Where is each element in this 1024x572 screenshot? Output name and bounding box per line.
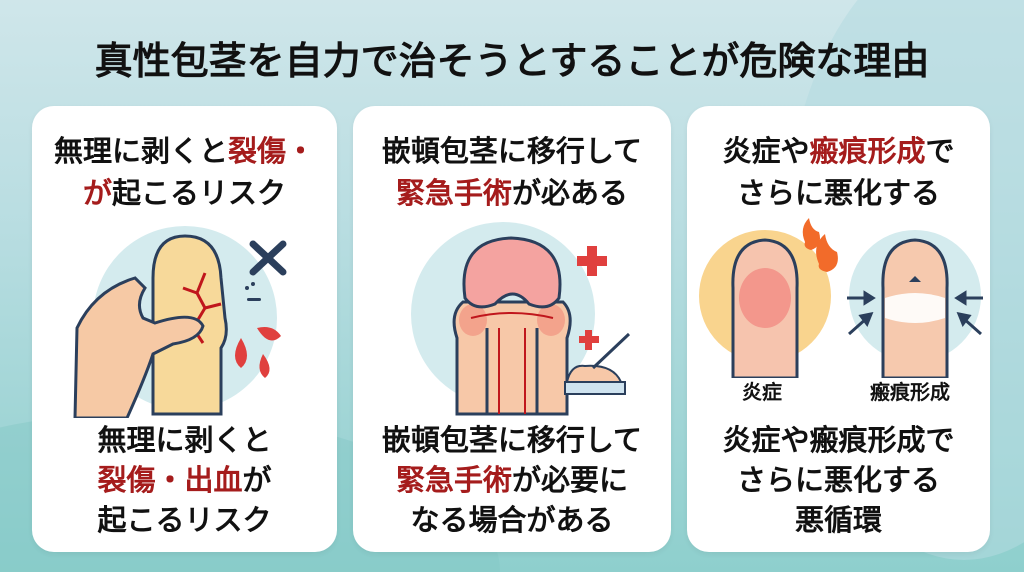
card-heading: 無理に剥くと裂傷・ が起こるリスク [32,130,337,214]
laceration-illustration [32,218,337,418]
flame-icon [802,218,838,272]
scar-formation-icon [881,238,949,378]
description-line: が必要に [512,463,629,497]
card-heading: 嵌頓包茎に移行して 緊急手術が必ある [353,130,671,214]
risk-card-paraphimosis: 嵌頓包茎に移行して 緊急手術が必ある [353,106,671,552]
description-line: が [242,463,272,497]
heading-text: さらに悪化する [736,176,940,210]
description-line: 起こるリスク [97,503,272,537]
description-highlight: 裂傷・出血 [97,463,243,497]
heading-text: が必ある [512,176,629,210]
inflammation-label: 炎症 [742,380,782,404]
heading-highlight: 瘢痕形成 [809,134,926,168]
heading-highlight: が [82,176,112,210]
description-highlight: 緊急手術 [395,463,512,497]
inflammation-scarring-illustration [687,218,990,418]
scarring-label: 瘢痕形成 [870,380,950,404]
description-line: さらに悪化する [736,463,940,497]
heading-text: 起こるリスク [112,176,287,210]
inflammation-icon [731,238,799,378]
description-line: 悪循環 [794,503,882,537]
heading-highlight: 緊急手術 [395,176,512,210]
card-description: 嵌頓包茎に移行して 緊急手術が必要に なる場合がある [353,420,671,540]
card-description: 無理に剥くと 裂傷・出血が 起こるリスク [32,420,337,540]
page-title: 真性包茎を自力で治そうとすることが危険な理由 [94,39,930,83]
scalpel-surgery-icon [564,332,631,395]
description-line: 炎症や瘢痕形成で [722,423,955,457]
risk-card-inflammation-scarring: 炎症や瘢痕形成で さらに悪化する [687,106,990,552]
blood-drops-icon [234,327,281,378]
constricted-organ-icon [452,236,572,416]
heading-text: 炎症や [722,134,810,168]
heading-text: 無理に剥くと [53,134,228,168]
card-heading: 炎症や瘢痕形成で さらに悪化する [687,130,990,214]
risk-card-laceration: 無理に剥くと裂傷・ が起こるリスク [32,106,337,552]
description-line: 無理に剥くと [97,423,272,457]
hand-pulling-icon [72,276,205,418]
card-description: 炎症や瘢痕形成で さらに悪化する 悪循環 [687,420,990,540]
heading-highlight: 裂傷・ [228,134,316,168]
description-line: 嵌頓包茎に移行して [381,423,643,457]
medical-cross-icon [577,246,607,350]
x-mark-icon [249,240,286,276]
description-line: なる場合がある [410,503,614,537]
heading-text: で [925,134,955,168]
heading-text: 嵌頓包茎に移行して [381,134,643,168]
compression-arrows-icon [847,290,983,336]
paraphimosis-illustration [353,218,671,418]
